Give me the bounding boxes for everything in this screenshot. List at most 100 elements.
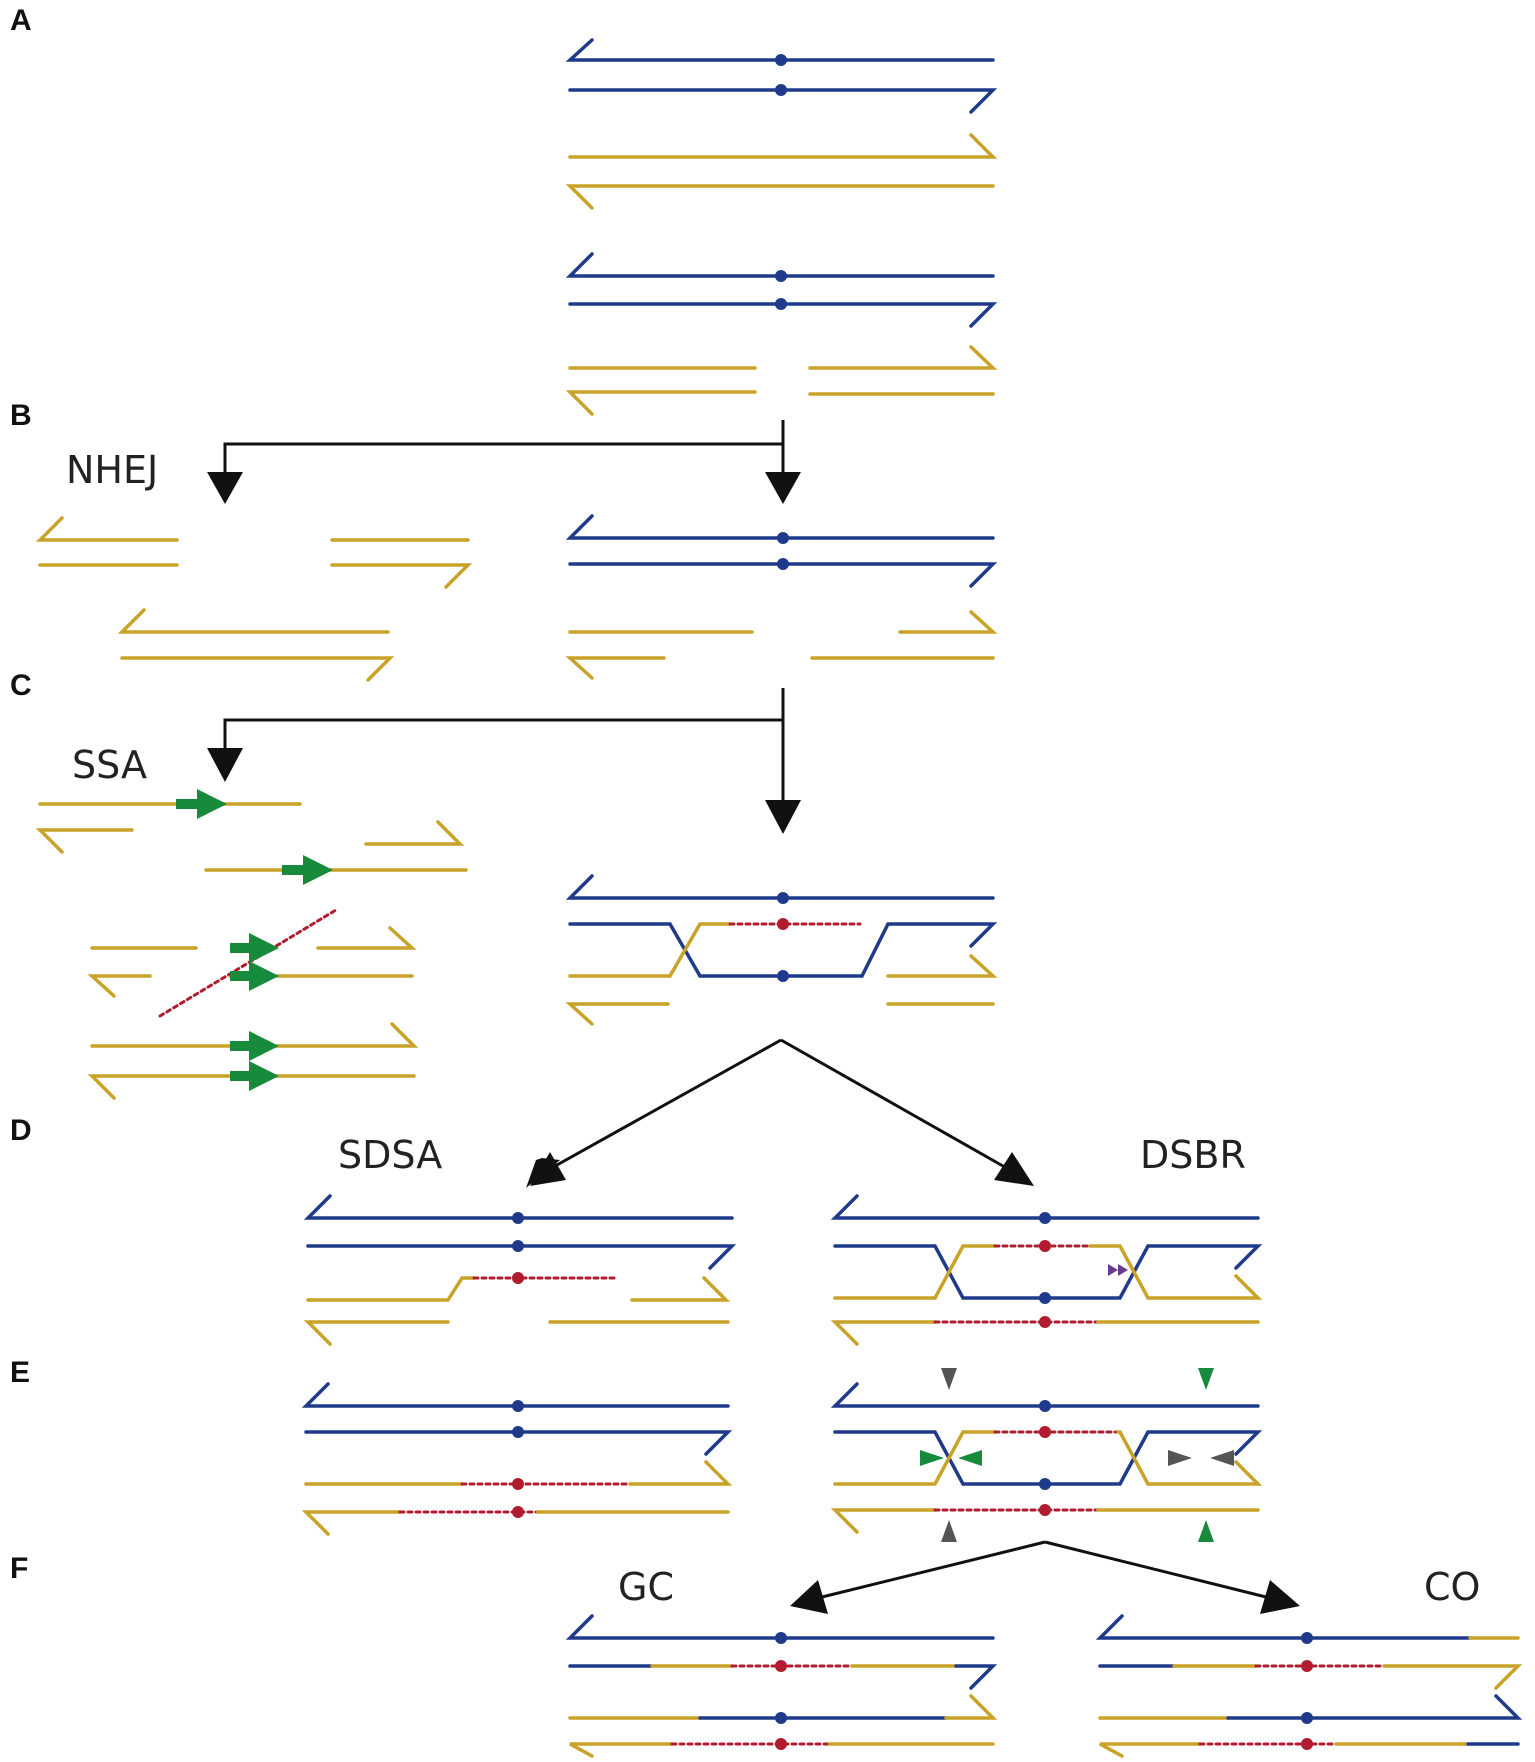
cleavage-marker-icon xyxy=(1210,1450,1234,1466)
centromere-dot xyxy=(1301,1712,1313,1724)
centromere-dot xyxy=(777,532,789,544)
synthesis-dot xyxy=(512,1272,524,1284)
centromere-dot xyxy=(775,1632,787,1644)
cleavage-marker-icon xyxy=(920,1450,944,1466)
blue-strand-top xyxy=(301,1382,730,1408)
panel-label-a: A xyxy=(10,4,32,37)
centromere-dot xyxy=(512,1240,524,1252)
centromere-dot xyxy=(775,270,787,282)
blue-strand-top xyxy=(303,1194,734,1220)
nhej-label: NHEJ xyxy=(66,448,158,492)
centromere-dot xyxy=(512,1426,524,1438)
blue-strand-top xyxy=(1095,1614,1472,1640)
panel-b-nhej xyxy=(35,516,473,682)
ssa-label: SSA xyxy=(72,743,147,787)
cleavage-marker-icon xyxy=(1198,1368,1214,1390)
gold-joined-strand xyxy=(117,608,390,634)
blue-strand-top xyxy=(830,1382,1260,1408)
panel-f-co xyxy=(1095,1614,1523,1758)
gold-fragment xyxy=(35,516,179,542)
co-label: CO xyxy=(1424,1565,1480,1609)
centromere-dot xyxy=(1039,1478,1051,1490)
blue-strand-bottom xyxy=(568,302,998,328)
gold-strand-bottom xyxy=(565,184,995,210)
cleavage-marker-icon xyxy=(958,1450,982,1466)
blue-strand-bottom xyxy=(568,562,998,588)
centromere-dot xyxy=(512,1400,524,1412)
sdsa-label: SDSA xyxy=(338,1133,442,1177)
gold-extended-strand xyxy=(306,1276,476,1302)
gold-strand xyxy=(630,1276,731,1302)
panel-label-d: D xyxy=(10,1114,32,1147)
centromere-dot xyxy=(775,298,787,310)
gold-strand xyxy=(833,1430,997,1486)
gold-strand xyxy=(628,1460,733,1486)
cleavage-marker-icon xyxy=(941,1520,957,1542)
synthesis-dot xyxy=(1039,1316,1051,1328)
cleavage-marker-icon xyxy=(1168,1450,1192,1466)
branch-arrow-sdsa-dsbr xyxy=(526,1038,1034,1188)
gold-resected-strand xyxy=(898,610,998,634)
synthesis-dot xyxy=(1301,1738,1313,1750)
blue-strand-top xyxy=(565,252,995,278)
gold-strand xyxy=(886,954,998,978)
panel-a-intact-duplex xyxy=(565,38,998,210)
panel-e-sdsa-product xyxy=(301,1382,733,1536)
panel-label-e: E xyxy=(10,1356,30,1389)
synthesis-dot xyxy=(1039,1240,1051,1252)
panel-label-c: C xyxy=(10,669,32,702)
synthesis-dot xyxy=(512,1506,524,1518)
gold-strand xyxy=(830,1320,937,1346)
gold-invading-strand xyxy=(833,1244,997,1300)
gold-strand xyxy=(1099,1742,1202,1758)
panel-d-dsbr xyxy=(830,1194,1263,1346)
blue-strand-top xyxy=(565,874,995,900)
blue-strand-displaced xyxy=(568,922,998,978)
gold-strand xyxy=(830,1508,937,1534)
gold-strand xyxy=(565,1002,670,1026)
gold-strand-top xyxy=(568,133,998,159)
panel-c-ssa xyxy=(35,789,468,1100)
centromere-dot xyxy=(777,970,789,982)
centromere-dot xyxy=(777,892,789,904)
panel-b-resection xyxy=(565,514,998,680)
blue-strand-bottom xyxy=(304,1430,733,1456)
blue-strand-top xyxy=(565,514,995,540)
gold-invading-strand xyxy=(568,922,732,978)
blue-strand-top xyxy=(565,1614,995,1640)
panel-d-sdsa xyxy=(303,1194,737,1346)
panel-f-gc xyxy=(565,1614,998,1758)
synthesis-dot xyxy=(775,1660,787,1672)
gold-strand xyxy=(301,1510,402,1536)
centromere-dot xyxy=(777,558,789,570)
synthesis-dot xyxy=(1039,1504,1051,1516)
gold-annealed-strand xyxy=(90,1022,419,1048)
gold-strand xyxy=(364,820,465,846)
gold-strand-right-top xyxy=(808,345,998,370)
panel-label-f: F xyxy=(10,1552,28,1585)
gold-joined-strand xyxy=(120,656,395,682)
blue-strand-top xyxy=(565,38,995,62)
panel-c-d-loop xyxy=(565,874,998,1026)
gold-strand-left-bottom xyxy=(565,390,757,416)
flap-dotted-line xyxy=(158,908,338,1018)
gold-resected-strand xyxy=(565,656,666,680)
centromere-dot xyxy=(1301,1632,1313,1644)
gold-strand xyxy=(1116,1430,1263,1486)
gold-strand xyxy=(303,1320,450,1346)
synthesis-dot xyxy=(512,1478,524,1490)
blue-strand xyxy=(954,1664,998,1690)
blue-strand-bottom xyxy=(568,88,998,114)
synthesis-dot xyxy=(777,918,789,930)
centromere-dot xyxy=(512,1212,524,1224)
panel-e-dhj-resolution xyxy=(830,1368,1263,1542)
blue-strand-displaced xyxy=(833,1430,1263,1486)
gold-annealed-strand xyxy=(87,1074,416,1100)
centromere-dot xyxy=(1039,1400,1051,1412)
centromere-dot xyxy=(775,84,787,96)
dsbr-label: DSBR xyxy=(1140,1133,1246,1177)
panel-a-dsb xyxy=(565,252,998,416)
gold-strand xyxy=(569,1742,674,1758)
blue-strand-displaced xyxy=(833,1244,1263,1300)
centromere-dot xyxy=(775,54,787,66)
